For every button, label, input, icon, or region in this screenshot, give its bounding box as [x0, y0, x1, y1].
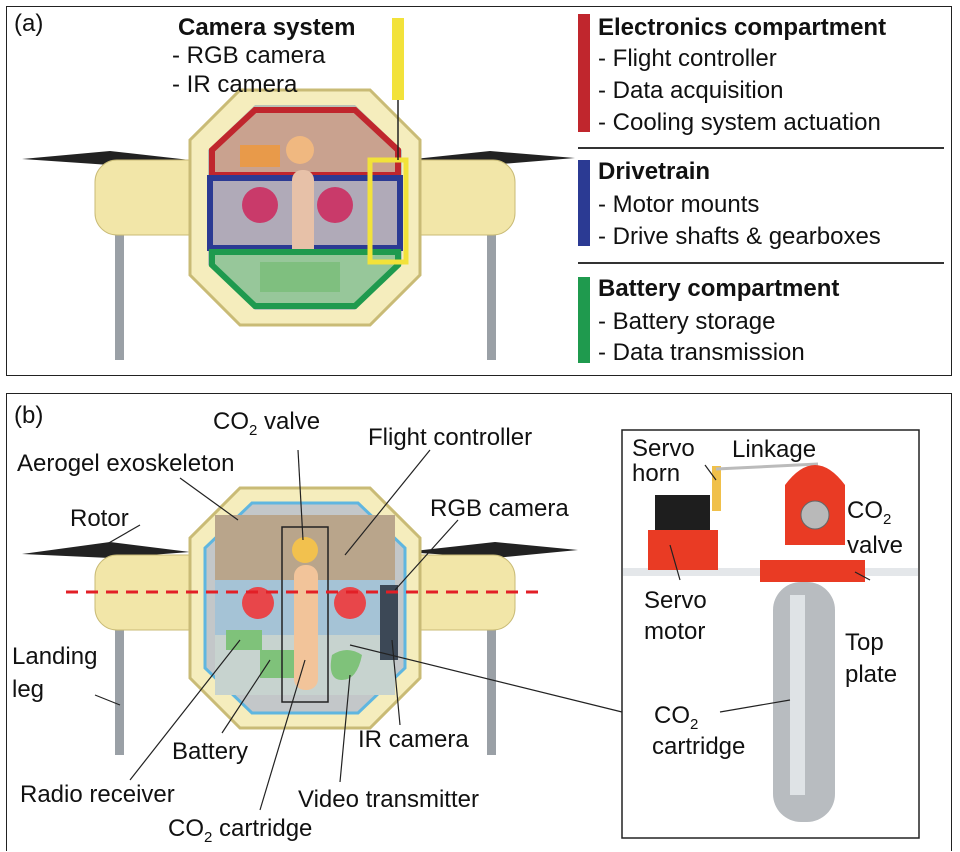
legend-item: - Battery storage: [598, 308, 776, 335]
leader-top-plate: [854, 571, 871, 581]
rgb-camera-block: [380, 585, 398, 660]
leader-co2-valve: [297, 449, 304, 541]
leader-servo-motor: [669, 544, 681, 581]
leader-rotor: [99, 524, 141, 549]
legend-item: - Cooling system actuation: [598, 109, 881, 136]
label-ir-camera: IR camera: [358, 726, 469, 753]
leader-servo-horn: [704, 464, 717, 481]
legend-separator: [578, 147, 944, 149]
legend-item: - Data acquisition: [598, 77, 784, 104]
motor-mount: [317, 187, 353, 223]
legend-item: - Motor mounts: [598, 191, 760, 218]
inset-label-servo-motor-2: motor: [644, 618, 706, 645]
linkage-shape: [715, 462, 819, 471]
inset-label-co2-cartridge-1: CO2: [654, 702, 699, 733]
battery-legend-title: Battery compartment: [598, 275, 840, 302]
leader-flight-controller: [344, 449, 431, 556]
cartridge-highlight: [790, 595, 805, 795]
co2-highlight-box: [281, 526, 329, 703]
motor-mount: [242, 187, 278, 223]
label-battery: Battery: [172, 738, 249, 765]
co2-valve-shape: [292, 537, 318, 563]
landing-leg-left-a: [115, 230, 124, 360]
battery-legend-bar: [578, 277, 590, 363]
rotor-right-b: [405, 542, 578, 558]
camera-system-item-rgb: - RGB camera: [172, 42, 326, 69]
inset-label-co2-cartridge-2: cartridge: [652, 733, 746, 760]
leader-co2-cartridge: [259, 659, 306, 811]
label-video-transmitter: Video transmitter: [298, 786, 479, 813]
label-landing-leg-2: leg: [12, 676, 45, 703]
leader-co2-cartridge-inset: [719, 699, 791, 713]
inset-label-servo-motor-1: Servo: [644, 587, 707, 614]
label-landing-leg-1: Landing: [12, 643, 98, 670]
landing-leg-right-b: [487, 625, 496, 755]
label-rotor: Rotor: [70, 505, 129, 532]
drivetrain-legend-bar: [578, 160, 590, 246]
electronics-legend-title: Electronics compartment: [598, 14, 887, 41]
inset-label-co2-valve-1: CO2: [847, 497, 892, 528]
motor-right: [334, 587, 366, 619]
inset-label-co2-valve-2: valve: [847, 532, 904, 559]
camera-system-outline: [367, 157, 409, 265]
panel-b-label: (b): [14, 402, 44, 429]
inset-label-top-plate-1: Top: [845, 629, 884, 656]
leader-rgb-camera: [394, 519, 459, 591]
servo-mount: [648, 530, 718, 570]
legend-item: - Flight controller: [598, 45, 777, 72]
camera-system-item-ir: - IR camera: [172, 71, 298, 98]
panel-a-label: (a): [14, 10, 44, 37]
rotor-left-b: [22, 542, 190, 558]
camera-system-title: Camera system: [178, 14, 356, 41]
motor-left: [242, 587, 274, 619]
electronics-legend-bar: [578, 14, 590, 132]
landing-leg-left-b: [115, 625, 124, 755]
video-transmitter-block: [330, 650, 362, 680]
co2-cartridge-shape: [294, 565, 318, 690]
servo-horn-shape: [712, 466, 721, 511]
valve-knob: [800, 500, 830, 530]
label-co2-cartridge: CO2 cartridge: [168, 815, 313, 846]
camera-system-bar: [392, 18, 404, 100]
leader-radio-receiver: [129, 639, 241, 781]
label-co2-valve: CO2 valve: [213, 408, 321, 439]
inset-label-servo-horn-1: Servo: [632, 435, 695, 462]
battery-part: [260, 262, 340, 292]
label-rgb-camera: RGB camera: [430, 495, 569, 522]
label-aerogel-exoskeleton: Aerogel exoskeleton: [17, 450, 235, 477]
leader-aerogel: [179, 477, 239, 521]
legend-item: - Data transmission: [598, 339, 805, 366]
leader-ir-camera: [391, 639, 401, 726]
label-radio-receiver: Radio receiver: [20, 781, 175, 808]
legend-item: - Drive shafts & gearboxes: [598, 223, 881, 250]
inset-label-top-plate-2: plate: [845, 661, 898, 688]
leader-landing-leg: [94, 694, 121, 706]
inset-label-servo-horn-2: horn: [632, 460, 681, 487]
leader-inset: [349, 644, 623, 713]
legend-separator: [578, 262, 944, 264]
leader-battery: [221, 659, 271, 734]
leader-video-transmitter: [339, 674, 351, 783]
drivetrain-legend-title: Drivetrain: [598, 158, 711, 185]
electronics-part: [286, 136, 314, 164]
valve-plate: [760, 560, 865, 582]
inset-label-linkage: Linkage: [732, 436, 817, 463]
electronics-part: [240, 145, 280, 167]
label-flight-controller: Flight controller: [368, 424, 533, 451]
landing-leg-right-a: [487, 230, 496, 360]
battery-block: [226, 630, 262, 650]
